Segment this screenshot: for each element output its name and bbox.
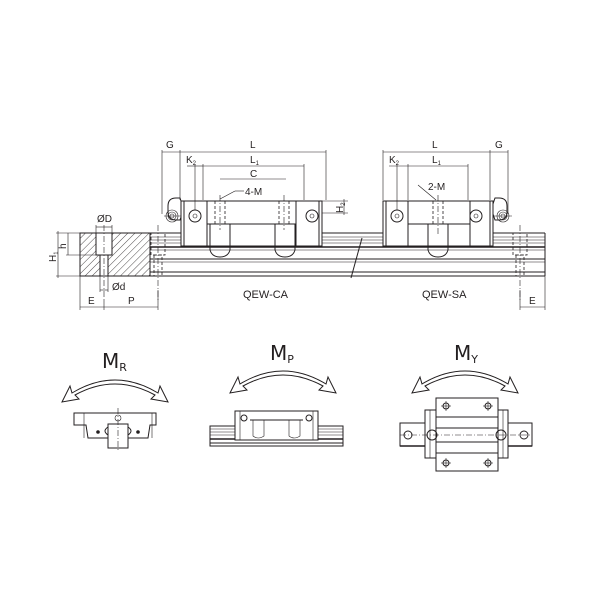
label-h2: H2 [335, 202, 347, 213]
label-l1-ca: L1 [250, 155, 260, 167]
label-2m: 2-M [428, 182, 445, 193]
block-qew-ca [164, 195, 323, 258]
model-label-sa: QEW-SA [422, 289, 467, 301]
dimension-lines [56, 150, 546, 310]
label-c: C [250, 169, 257, 180]
label-g-ca: G [166, 140, 174, 151]
label-e-left: E [88, 296, 95, 307]
curved-arrow-icon [411, 370, 519, 394]
label-e-right: E [529, 296, 536, 307]
label-od: ØD [97, 214, 112, 225]
label-k2-sa: K2 [389, 155, 400, 167]
moment-my: MY [399, 341, 533, 472]
label-g-sa: G [495, 140, 503, 151]
moment-mr: MR [61, 349, 169, 452]
label-4m: 4-M [245, 187, 262, 198]
label-l-sa: L [432, 140, 438, 151]
dimension-labels: G L K2 L1 C 4-M H2 L G K2 L1 2-M H1 h ØD… [48, 140, 536, 307]
moment-mp: MP [209, 341, 344, 447]
label-l-ca: L [250, 140, 256, 151]
label-h1: H1 [48, 251, 60, 262]
curved-arrow-icon [229, 370, 337, 394]
moment-label-mp: MP [270, 341, 294, 366]
model-label-ca: QEW-CA [243, 289, 289, 301]
label-p: P [128, 296, 135, 307]
block-qew-sa [382, 195, 512, 258]
label-h: h [58, 243, 69, 249]
label-l1-sa: L1 [432, 155, 442, 167]
label-sd: Ød [112, 282, 125, 293]
moment-label-my: MY [454, 341, 478, 366]
curved-arrow-icon [61, 379, 169, 403]
moment-label-mr: MR [102, 349, 127, 374]
label-k2-ca: K2 [186, 155, 197, 167]
